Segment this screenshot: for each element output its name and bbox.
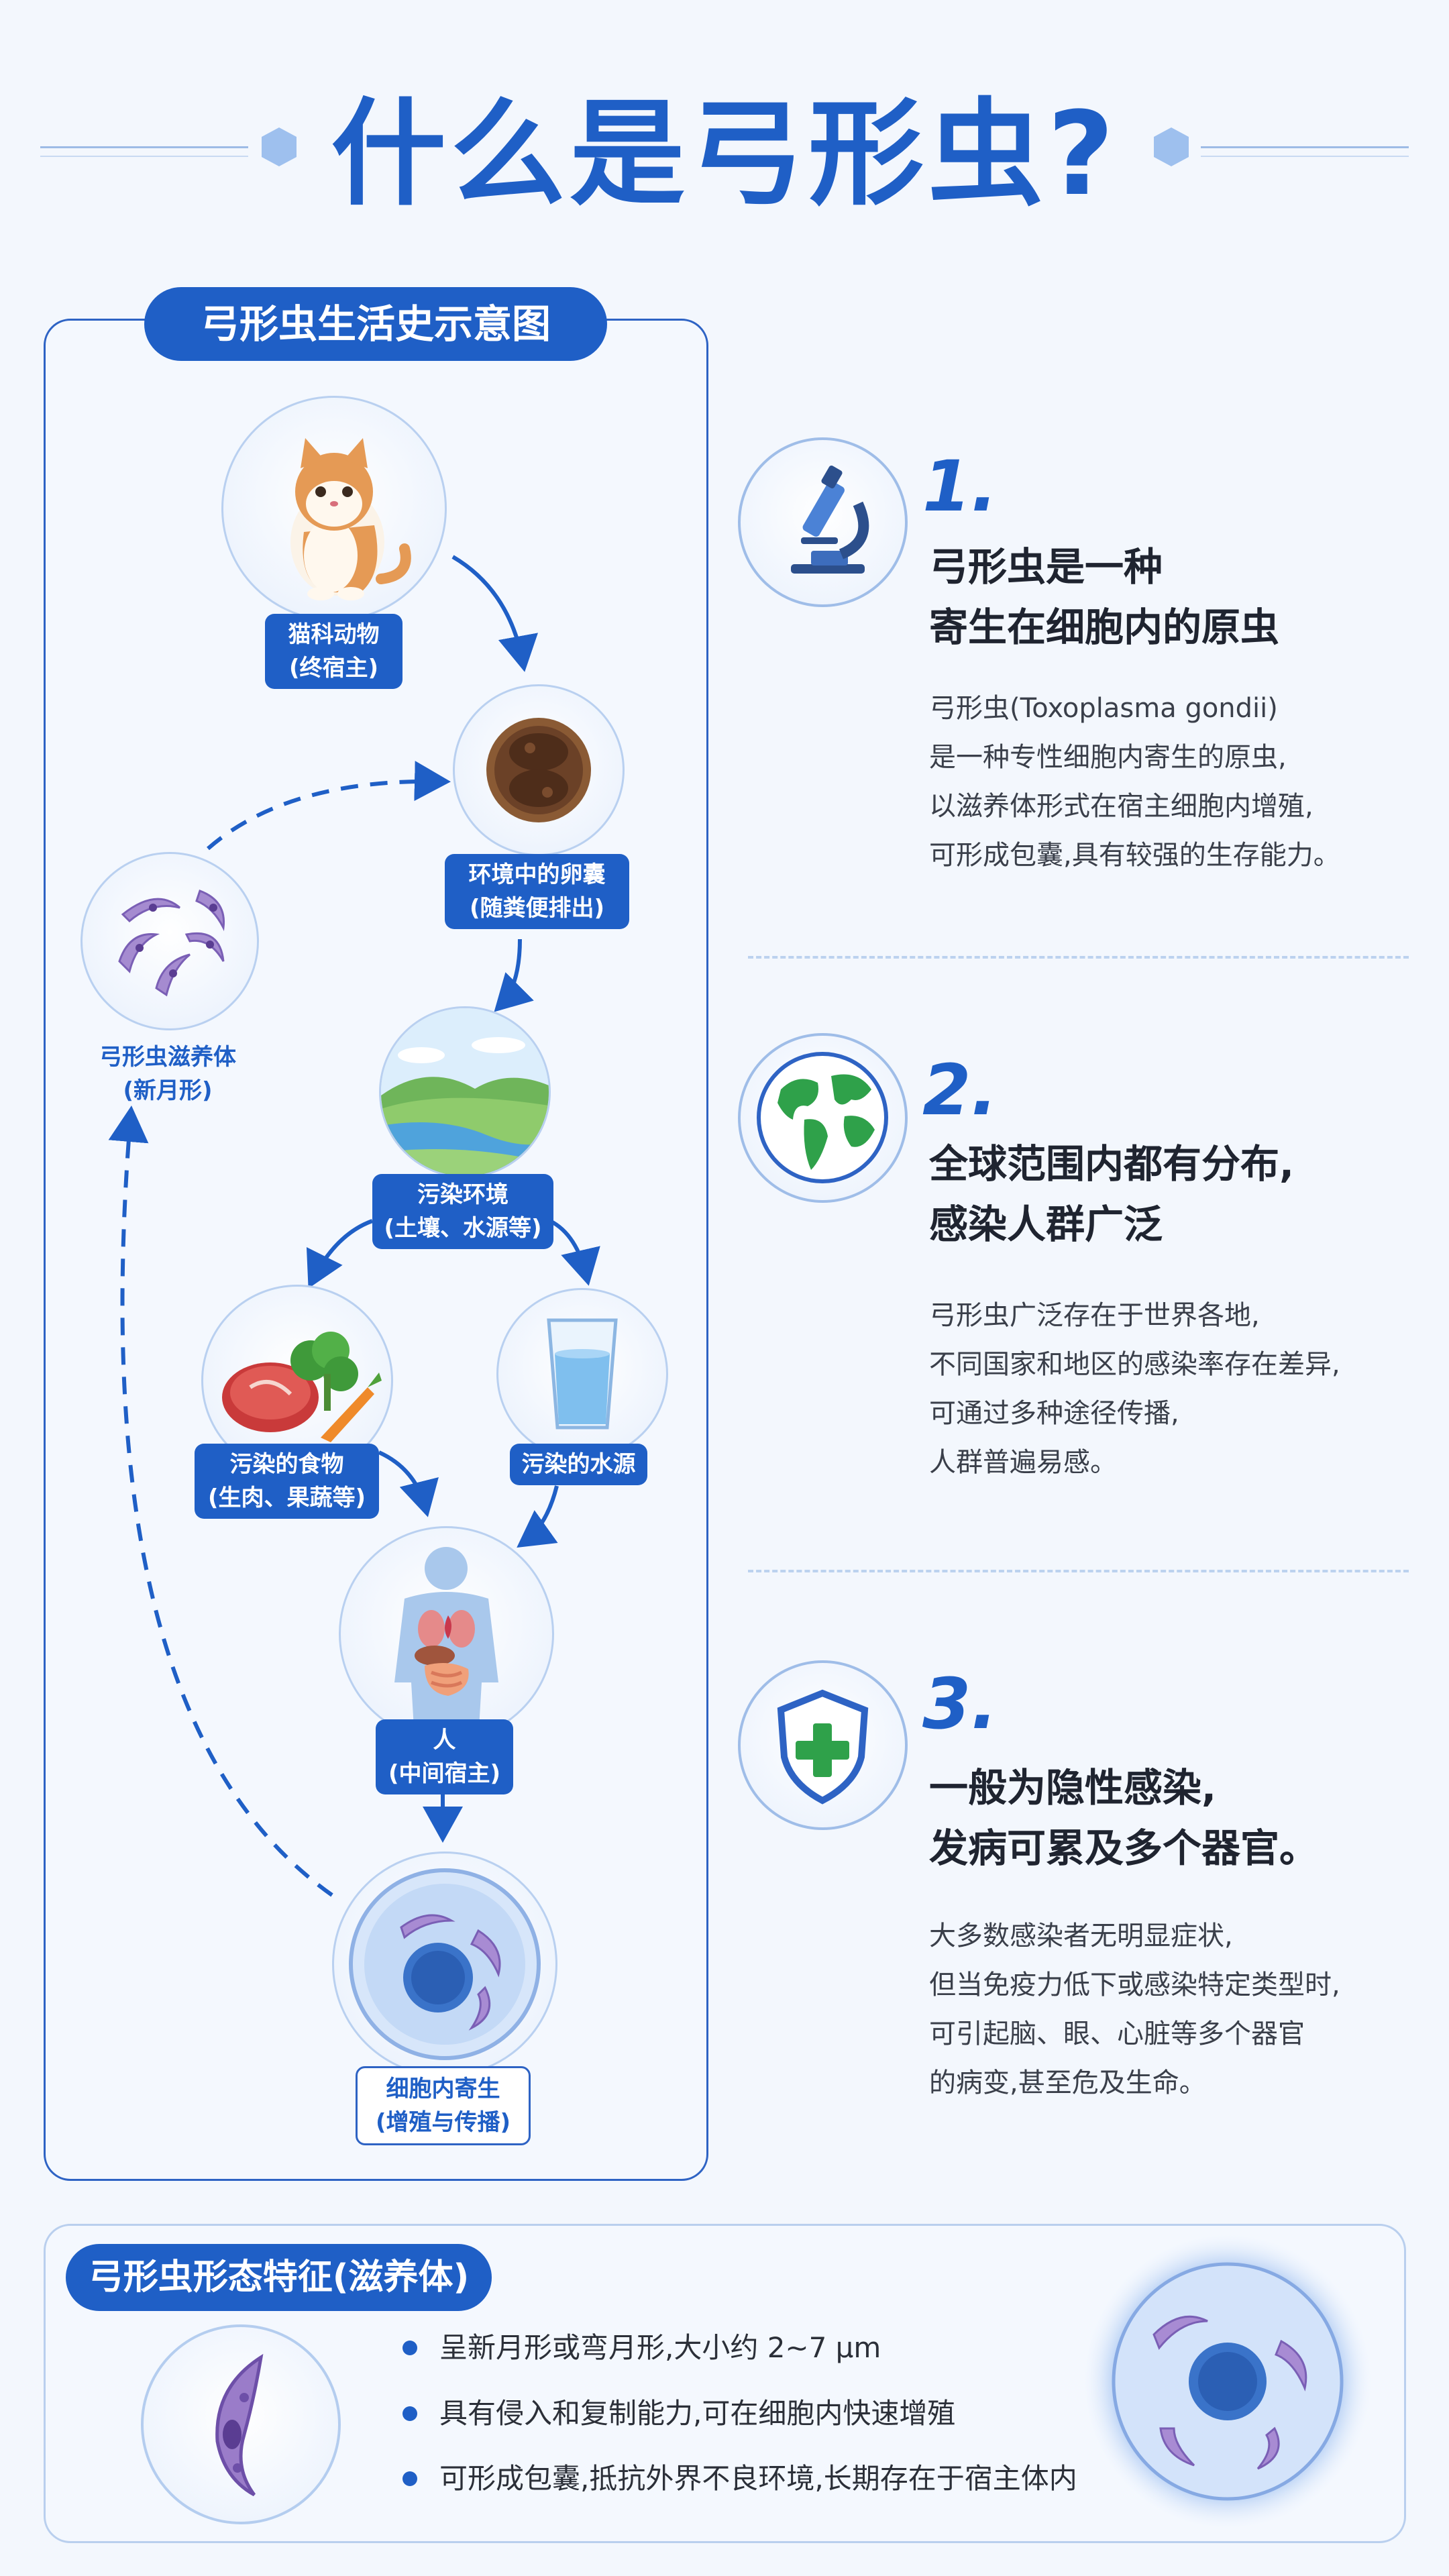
food-label-line1: 污染的食物 (229, 1451, 344, 1478)
section-1-body-line2: 是一种专性细胞内寄生的原虫, (929, 742, 1287, 773)
cat-label-line2: (终宿主) (288, 655, 379, 682)
section-3-body: 大多数感染者无明显症状, 但当免疫力低下或感染特定类型时, 可引起脑、眼、心脏等… (929, 1912, 1340, 2108)
human-label: 人 (中间宿主) (376, 1719, 513, 1794)
infected-cell-icon (349, 1868, 541, 2060)
section-1-body-line1: 弓形虫(Toxoplasma gondii) (929, 693, 1278, 724)
section-divider (748, 956, 1409, 959)
food-label-line2: (生肉、果蔬等) (207, 1485, 366, 1511)
oocyst-label-line1: 环境中的卵囊 (468, 861, 606, 888)
section-3-heading: 一般为隐性感染, 发病可累及多个器官。 (929, 1758, 1318, 1878)
life-cycle-title: 弓形虫生活史示意图 (144, 287, 607, 361)
tachyzoite-label: 弓形虫滋养体 (新月形) (70, 1036, 265, 1112)
intracellular-label-line2: (增殖与传播) (375, 2109, 511, 2136)
cat-icon (290, 438, 411, 600)
section-2-body-line1: 弓形虫广泛存在于世界各地, (929, 1300, 1260, 1331)
human-body-icon (394, 1547, 498, 1739)
section-2-heading-line1: 全球范围内都有分布, (929, 1141, 1295, 1187)
cat-label: 猫科动物 (终宿主) (265, 614, 402, 689)
section-2-body-line4: 人群普遍易感。 (929, 1447, 1117, 1478)
water-glass-icon (547, 1318, 618, 1430)
oocyst-label-line2: (随粪便排出) (469, 895, 605, 922)
section-1-number: 1. (922, 445, 998, 527)
section-2-number: 2. (922, 1049, 998, 1131)
environment-label: 污染环境 (土壤、水源等) (372, 1174, 553, 1249)
morphology-bullet-text: 可形成包囊,抵抗外界不良环境,长期存在于宿主体内 (439, 2462, 1077, 2495)
cat-label-line1: 猫科动物 (288, 621, 380, 648)
section-1-heading-line2: 寄生在细胞内的原虫 (929, 604, 1280, 650)
section-2-body: 弓形虫广泛存在于世界各地, 不同国家和地区的感染率存在差异, 可通过多种途径传播… (929, 1291, 1340, 1487)
oocyst-label: 环境中的卵囊 (随粪便排出) (445, 854, 629, 929)
intracellular-label-line1: 细胞内寄生 (386, 2076, 500, 2102)
section-1-heading: 弓形虫是一种 寄生在细胞内的原虫 (929, 537, 1279, 657)
morphology-bullet-text: 呈新月形或弯月形,大小约 2~7 μm (439, 2331, 881, 2364)
oocyst-node (453, 684, 625, 856)
shield-cross-icon (738, 1660, 908, 1830)
section-3-body-line3: 可引起脑、眼、心脏等多个器官 (929, 2019, 1305, 2049)
section-2-body-line3: 可通过多种途径传播, (929, 1398, 1179, 1429)
environment-node (379, 1006, 551, 1178)
title-banner: 什么是弓形虫? (0, 74, 1449, 221)
tachyzoite-label-line1: 弓形虫滋养体 (99, 1044, 236, 1071)
section-3-heading-line2: 发病可累及多个器官。 (929, 1825, 1319, 1871)
human-label-line1: 人 (433, 1727, 456, 1754)
morphology-bullet-text: 具有侵入和复制能力,可在细胞内快速增殖 (439, 2397, 956, 2430)
food-label: 污染的食物 (生肉、果蔬等) (195, 1444, 379, 1519)
infected-cell-icon (1083, 2234, 1372, 2529)
microscope-icon (738, 437, 908, 607)
cat-node (221, 396, 447, 621)
water-label-line1: 污染的水源 (521, 1451, 636, 1478)
tachyzoite-node (80, 852, 259, 1030)
morphology-title: 弓形虫形态特征(滋养体) (66, 2244, 492, 2311)
section-3-number: 3. (922, 1663, 998, 1745)
crescent-parasite-icon (141, 2324, 341, 2524)
environment-label-line1: 污染环境 (417, 1181, 508, 1208)
section-3-body-line2: 但当免疫力低下或感染特定类型时, (929, 1970, 1340, 2000)
hexagon-ornament-icon (1154, 127, 1189, 166)
bullet-dot-icon (402, 2406, 417, 2421)
title-rule-right-thin (1201, 156, 1409, 157)
landscape-icon (381, 1008, 549, 1176)
title-rule-left (40, 146, 248, 148)
water-label: 污染的水源 (510, 1444, 647, 1485)
section-3-heading-line1: 一般为隐性感染, (929, 1765, 1217, 1811)
intracellular-node (332, 1851, 557, 2077)
section-3-body-line4: 的病变,甚至危及生命。 (929, 2068, 1206, 2098)
title-rule-left-thin (40, 156, 248, 157)
section-1-heading-line1: 弓形虫是一种 (929, 544, 1163, 590)
meat-vegetables-icon (222, 1332, 382, 1442)
intracellular-label: 细胞内寄生 (增殖与传播) (356, 2066, 531, 2145)
section-3-body-line1: 大多数感染者无明显症状, (929, 1921, 1233, 1951)
human-node (339, 1526, 554, 1741)
human-label-line2: (中间宿主) (388, 1760, 501, 1787)
tachyzoite-label-line2: (新月形) (123, 1077, 213, 1104)
oocyst-icon (486, 718, 591, 822)
section-1-body: 弓形虫(Toxoplasma gondii) 是一种专性细胞内寄生的原虫, 以滋… (929, 684, 1340, 880)
page-title: 什么是弓形虫? (331, 87, 1118, 221)
section-1-body-line4: 可形成包囊,具有较强的生存能力。 (929, 840, 1340, 871)
bullet-dot-icon (402, 2471, 417, 2486)
section-2-body-line2: 不同国家和地区的感染率存在差异, (929, 1349, 1340, 1380)
section-2-heading-line2: 感染人群广泛 (929, 1201, 1163, 1247)
hexagon-ornament-icon (262, 127, 297, 166)
section-2-heading: 全球范围内都有分布, 感染人群广泛 (929, 1134, 1294, 1254)
bullet-dot-icon (402, 2341, 417, 2355)
crescent-parasites-icon (118, 890, 225, 997)
title-rule-right (1201, 146, 1409, 148)
environment-label-line2: (土壤、水源等) (384, 1215, 542, 1242)
water-node (496, 1288, 668, 1460)
section-1-body-line3: 以滋养体形式在宿主细胞内增殖, (929, 791, 1313, 822)
globe-icon (738, 1033, 908, 1203)
section-divider (748, 1570, 1409, 1572)
